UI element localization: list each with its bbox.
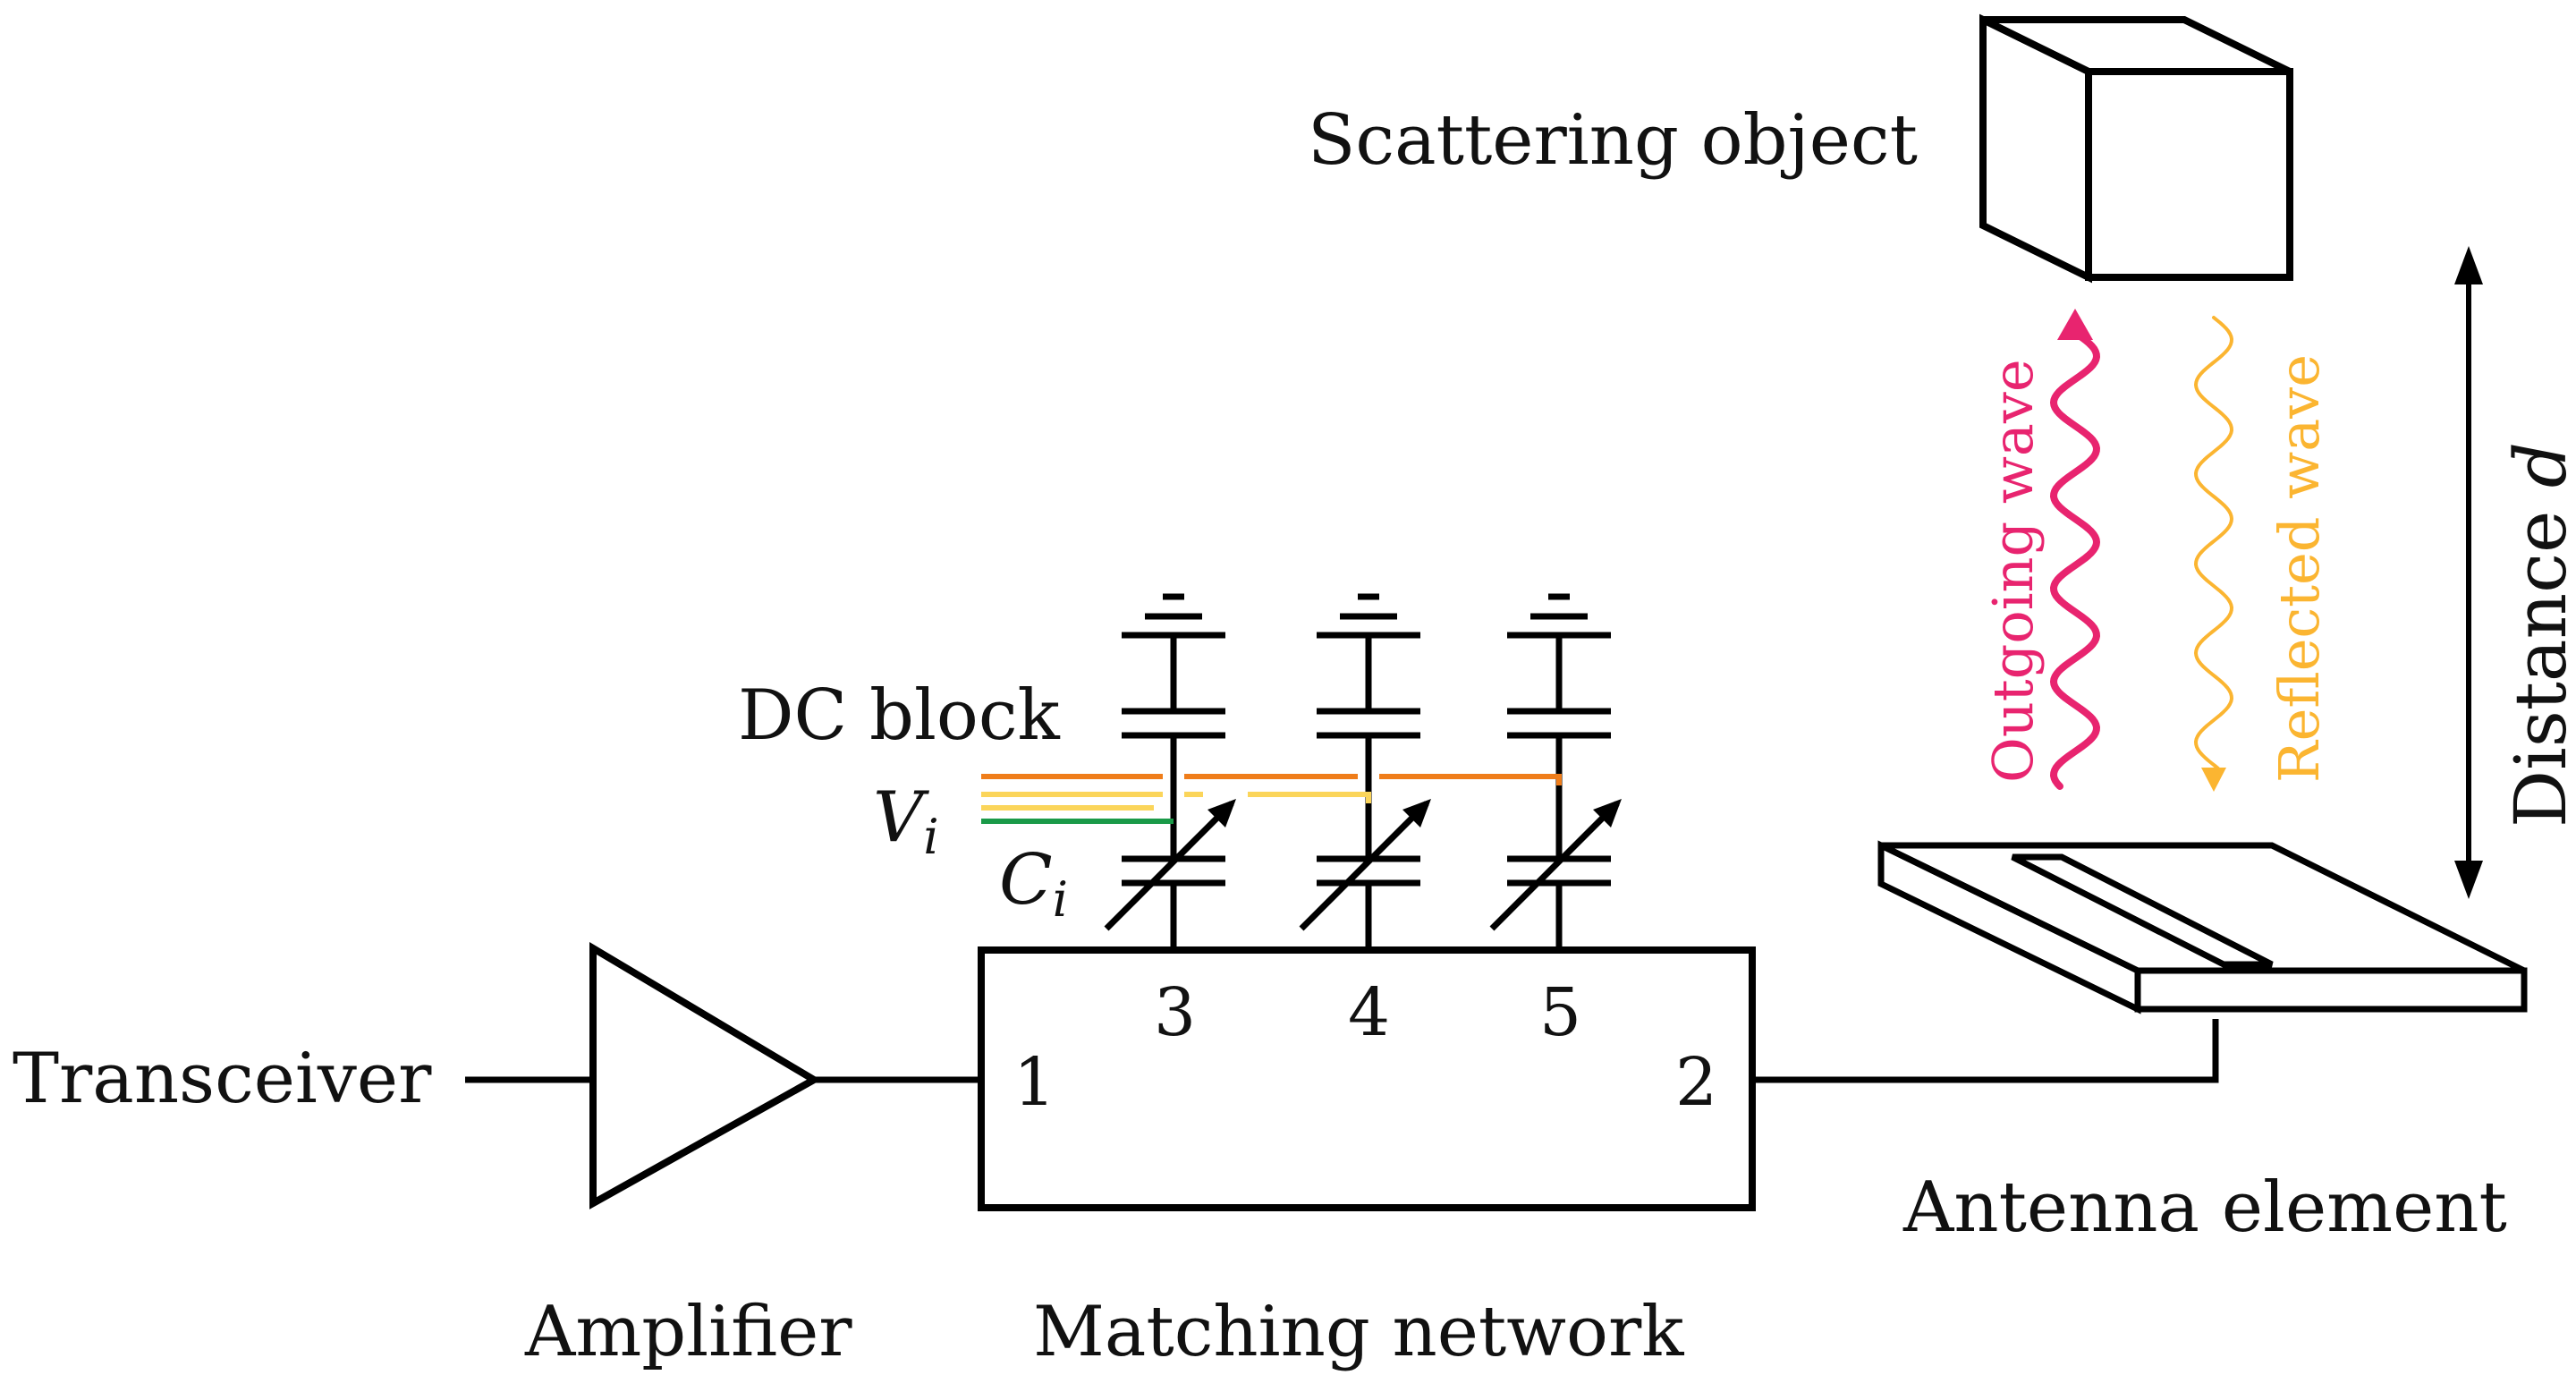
reflected-wave-arrowhead xyxy=(2201,768,2226,792)
port-3-label: 3 xyxy=(1154,974,1196,1051)
tunable-arrow-shaft xyxy=(1104,801,1234,931)
distance-word: Distance xyxy=(2499,511,2576,828)
capacitance-label: Ci xyxy=(999,840,1068,928)
antenna-patch-strip xyxy=(2011,853,2274,968)
reflected-wave xyxy=(2194,316,2233,770)
port-1-label: 1 xyxy=(1013,1044,1055,1121)
voltage-subscript: i xyxy=(923,809,938,865)
branch-port-3 xyxy=(1104,593,1236,950)
dc-block-label: DC block xyxy=(738,675,1061,756)
reflected-wave-label: Reflected wave xyxy=(2267,354,2332,783)
port-2-label: 2 xyxy=(1675,1044,1717,1121)
distance-arrow-head-top xyxy=(2454,246,2483,284)
voltage-symbol: V xyxy=(873,777,929,858)
bias-line-orange-seg3 xyxy=(1379,774,1562,785)
scattering-object-label: Scattering object xyxy=(1308,100,1918,181)
distance-arrow xyxy=(2454,246,2483,899)
port-5-label: 5 xyxy=(1539,974,1581,1051)
amplifier-triangle xyxy=(589,941,822,1209)
distance-arrow-head-bottom xyxy=(2454,861,2483,899)
tunable-arrow-shaft xyxy=(1299,801,1429,931)
tunable-arrow-head xyxy=(1402,799,1431,828)
antenna-front-face xyxy=(2134,967,2528,1013)
distance-label: Distance d xyxy=(2499,442,2576,828)
cube-front-face xyxy=(2085,68,2293,281)
outgoing-wave-arrowhead xyxy=(2057,309,2093,340)
voltage-label: Vi xyxy=(873,777,939,865)
distance-symbol: d xyxy=(2499,442,2576,488)
matching-network-label: Matching network xyxy=(1033,1292,1684,1372)
capacitance-subscript: i xyxy=(1053,871,1068,928)
antenna-side-face xyxy=(1877,840,2141,1014)
bias-line-yellow-seg3 xyxy=(1248,792,1371,803)
tunable-arrow-head xyxy=(1593,799,1622,828)
bias-lines xyxy=(981,774,1562,824)
branch-port-4 xyxy=(1299,593,1431,950)
wire-network-antenna xyxy=(1752,1019,2219,1083)
cube-side-face xyxy=(1979,13,2092,284)
scattering-object-cube xyxy=(1979,13,2293,284)
antenna-element-label: Antenna element xyxy=(1902,1167,2507,1248)
transceiver-label: Transceiver xyxy=(13,1039,432,1119)
port-4-label: 4 xyxy=(1348,974,1390,1051)
outgoing-wave xyxy=(2050,329,2100,790)
outgoing-wave-label: Outgoing wave xyxy=(1980,359,2046,783)
amplifier-label: Amplifier xyxy=(524,1292,852,1372)
branch-port-5 xyxy=(1489,593,1622,950)
capacitance-symbol: C xyxy=(999,840,1053,921)
tunable-arrow-head xyxy=(1208,799,1236,828)
tunable-arrow-shaft xyxy=(1489,801,1620,931)
antenna-element xyxy=(1877,840,2528,1014)
